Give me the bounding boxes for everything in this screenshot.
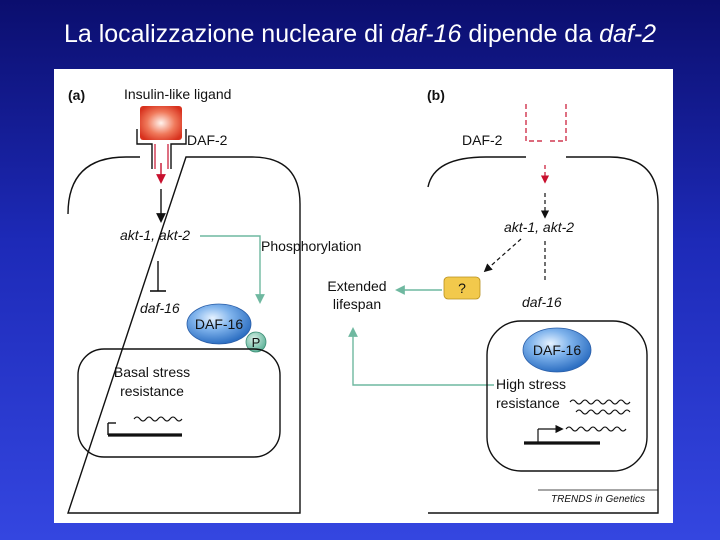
daf16-protein-label-a: DAF-16 xyxy=(195,316,243,332)
extended-lifespan-line1: Extended xyxy=(327,278,386,294)
receptor-a-red-lines xyxy=(154,144,169,169)
basal-stress-line2: resistance xyxy=(120,383,184,399)
daf16-protein-b-icon xyxy=(522,327,592,373)
daf2-label-b: DAF-2 xyxy=(462,132,503,148)
insulin-ligand-label: Insulin-like ligand xyxy=(124,86,231,102)
title-gene-daf16: daf-16 xyxy=(390,20,462,48)
akt-label-a: akt-1, akt-2 xyxy=(120,227,190,243)
daf16-gene-a: daf-16 xyxy=(140,300,180,316)
nucleus-b xyxy=(486,320,648,472)
mrna-wave-b2-icon xyxy=(575,409,631,415)
pathway-diagram: (a) Insulin-like ligand DAF-2 akt-1, akt… xyxy=(67,86,659,514)
mrna-wave-a-icon xyxy=(133,416,183,422)
gene-basal-expression-a xyxy=(107,416,183,437)
title-text-2: dipende da xyxy=(461,20,600,48)
daf16-gene-b: daf-16 xyxy=(522,294,562,310)
unknown-factor-label: ? xyxy=(458,280,466,296)
daf2-label-a: DAF-2 xyxy=(187,132,228,148)
insulin-ligand-icon xyxy=(140,106,182,140)
title-text-1: La localizzazione nucleare di xyxy=(63,20,391,48)
nucleus-a xyxy=(77,348,281,458)
stress-to-lifespan-arrow xyxy=(348,327,494,386)
trends-credit: TRENDS in Genetics xyxy=(551,494,645,505)
mrna-wave-b3-icon xyxy=(565,426,627,432)
daf16-protein-label-b: DAF-16 xyxy=(533,342,581,358)
slide-title: La localizzazione nucleare di daf-16 dip… xyxy=(0,20,720,49)
cell-a-membrane xyxy=(67,156,301,514)
panel-a-label: (a) xyxy=(68,87,85,103)
daf2-receptor-a-icon xyxy=(136,129,187,169)
high-stress-line1: High stress xyxy=(496,376,566,392)
akt-label-b: akt-1, akt-2 xyxy=(504,219,574,235)
gene-high-expression-b xyxy=(524,399,631,445)
extended-lifespan-line2: lifespan xyxy=(333,296,381,312)
daf16-protein-a-icon xyxy=(186,303,252,345)
daf2-receptor-b-icon xyxy=(525,104,567,142)
unknown-factor-box xyxy=(443,276,481,300)
basal-stress-line1: Basal stress xyxy=(114,364,190,380)
high-stress-line2: resistance xyxy=(496,395,560,411)
cell-b-membrane xyxy=(427,156,659,514)
title-gene-daf2: daf-2 xyxy=(599,20,657,48)
figure-panel: (a) Insulin-like ligand DAF-2 akt-1, akt… xyxy=(54,69,673,523)
phosphorylation-arrow xyxy=(200,235,265,304)
phospho-label: P xyxy=(252,335,261,350)
phospho-badge-icon xyxy=(245,331,267,353)
kinase-to-unknown-arrow xyxy=(483,238,522,273)
phosphorylation-label: Phosphorylation xyxy=(261,238,361,254)
panel-b-label: (b) xyxy=(427,87,445,103)
mrna-wave-b1-icon xyxy=(569,399,631,405)
